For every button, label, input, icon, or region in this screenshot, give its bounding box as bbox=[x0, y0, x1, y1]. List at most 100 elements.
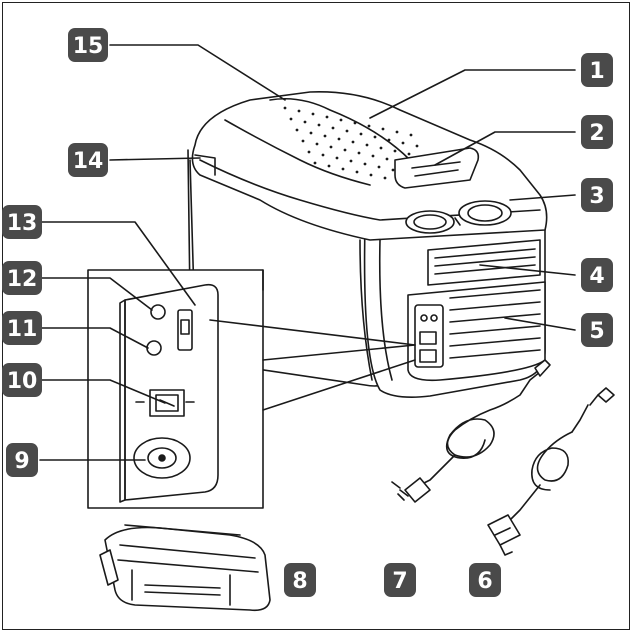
callout-badge-12: 12 bbox=[2, 261, 42, 295]
vent-dot bbox=[315, 142, 319, 146]
callout-badge-10: 10 bbox=[2, 363, 42, 397]
vent-dot bbox=[409, 133, 413, 137]
callout-number: 8 bbox=[292, 569, 307, 594]
callout-badge-14: 14 bbox=[68, 143, 108, 177]
dc-car-cord bbox=[487, 387, 615, 556]
callout-badge-11: 11 bbox=[2, 311, 42, 345]
callout-number: 11 bbox=[7, 317, 38, 342]
callout-number: 6 bbox=[477, 569, 492, 594]
vent-dot bbox=[365, 143, 369, 147]
vent-dot bbox=[371, 154, 375, 158]
vent-dot bbox=[283, 106, 287, 110]
callout-badge-bg bbox=[2, 205, 42, 239]
side-connector-panel bbox=[414, 304, 444, 368]
connector-inset bbox=[87, 269, 264, 509]
callout-number: 2 bbox=[589, 121, 604, 146]
vent-dot bbox=[289, 117, 293, 121]
callout-badge-bg bbox=[469, 563, 501, 597]
callout-badge-bg bbox=[581, 53, 613, 87]
vent-dot bbox=[373, 135, 377, 139]
lid-latch bbox=[194, 154, 216, 176]
callout-badge-bg bbox=[284, 563, 316, 597]
callout-badge-bg bbox=[6, 443, 38, 477]
shoulder-strap bbox=[99, 524, 271, 612]
vent-dot bbox=[359, 132, 363, 136]
vent-dot bbox=[317, 123, 321, 127]
vent-dot bbox=[385, 157, 389, 161]
callout-number: 10 bbox=[7, 369, 38, 394]
callout-leaders bbox=[39, 44, 576, 461]
callout-number: 1 bbox=[589, 59, 604, 84]
vent-dot bbox=[407, 152, 411, 156]
callout-badge-15: 15 bbox=[68, 28, 108, 62]
vent-dot bbox=[343, 148, 347, 152]
vent-dot bbox=[363, 162, 367, 166]
vent-dot bbox=[309, 131, 313, 135]
cup-holders bbox=[405, 200, 512, 234]
callout-number: 3 bbox=[589, 184, 604, 209]
callout-badge-7: 7 bbox=[384, 563, 416, 597]
vent-dot bbox=[357, 151, 361, 155]
callout-badge-bg bbox=[581, 258, 613, 292]
vent-dot bbox=[295, 128, 299, 132]
inset-leader-lines bbox=[209, 269, 416, 411]
callout-badge-2: 2 bbox=[581, 115, 613, 149]
vent-dot bbox=[393, 149, 397, 153]
callout-number: 4 bbox=[589, 264, 604, 289]
callout-number: 12 bbox=[7, 267, 38, 292]
callout-badge-13: 13 bbox=[2, 205, 42, 239]
vent-dot bbox=[321, 153, 325, 157]
vent-dot bbox=[369, 173, 373, 177]
vent-dot bbox=[351, 140, 355, 144]
callout-number: 5 bbox=[589, 319, 604, 344]
cooler-lid bbox=[191, 91, 548, 241]
callout-number: 15 bbox=[73, 34, 104, 59]
vent-dot bbox=[379, 146, 383, 150]
front-grille-upper bbox=[427, 239, 541, 286]
vent-dot bbox=[355, 170, 359, 174]
callout-badge-bg bbox=[2, 311, 42, 345]
callout-number: 14 bbox=[73, 149, 104, 174]
vent-dot bbox=[301, 139, 305, 143]
vent-dot bbox=[329, 145, 333, 149]
vent-dot bbox=[337, 137, 341, 141]
callout-badge-bg bbox=[68, 28, 108, 62]
vent-dot bbox=[383, 176, 387, 180]
callout-badge-9: 9 bbox=[6, 443, 38, 477]
vent-dot bbox=[381, 127, 385, 131]
callout-badge-4: 4 bbox=[581, 258, 613, 292]
callout-badge-bg bbox=[581, 313, 613, 347]
vent-dot bbox=[331, 126, 335, 130]
callout-badge-bg bbox=[2, 363, 42, 397]
vent-dot bbox=[345, 129, 349, 133]
vent-dot bbox=[303, 120, 307, 124]
callout-badge-bg bbox=[384, 563, 416, 597]
callout-badge-bg bbox=[2, 261, 42, 295]
vent-dot bbox=[313, 161, 317, 165]
vent-dot bbox=[325, 115, 329, 119]
vent-dot bbox=[297, 109, 301, 113]
callout-badge-5: 5 bbox=[581, 313, 613, 347]
vent-dot bbox=[323, 134, 327, 138]
vent-dot bbox=[401, 141, 405, 145]
vent-dot bbox=[339, 118, 343, 122]
callout-badge-3: 3 bbox=[581, 178, 613, 212]
vent-dot bbox=[341, 167, 345, 171]
vent-dot bbox=[327, 164, 331, 168]
ac-power-cord bbox=[391, 359, 551, 503]
callout-badge-bg bbox=[581, 178, 613, 212]
callout-badge-8: 8 bbox=[284, 563, 316, 597]
vent-dot bbox=[349, 159, 353, 163]
callout-badge-6: 6 bbox=[469, 563, 501, 597]
vent-dot bbox=[335, 156, 339, 160]
callout-number: 7 bbox=[392, 569, 407, 594]
vent-dot bbox=[353, 121, 357, 125]
callout-number: 9 bbox=[14, 449, 29, 474]
vent-dot bbox=[311, 112, 315, 116]
callout-badge-bg bbox=[581, 115, 613, 149]
callout-number: 13 bbox=[7, 211, 38, 236]
callout-badge-1: 1 bbox=[581, 53, 613, 87]
